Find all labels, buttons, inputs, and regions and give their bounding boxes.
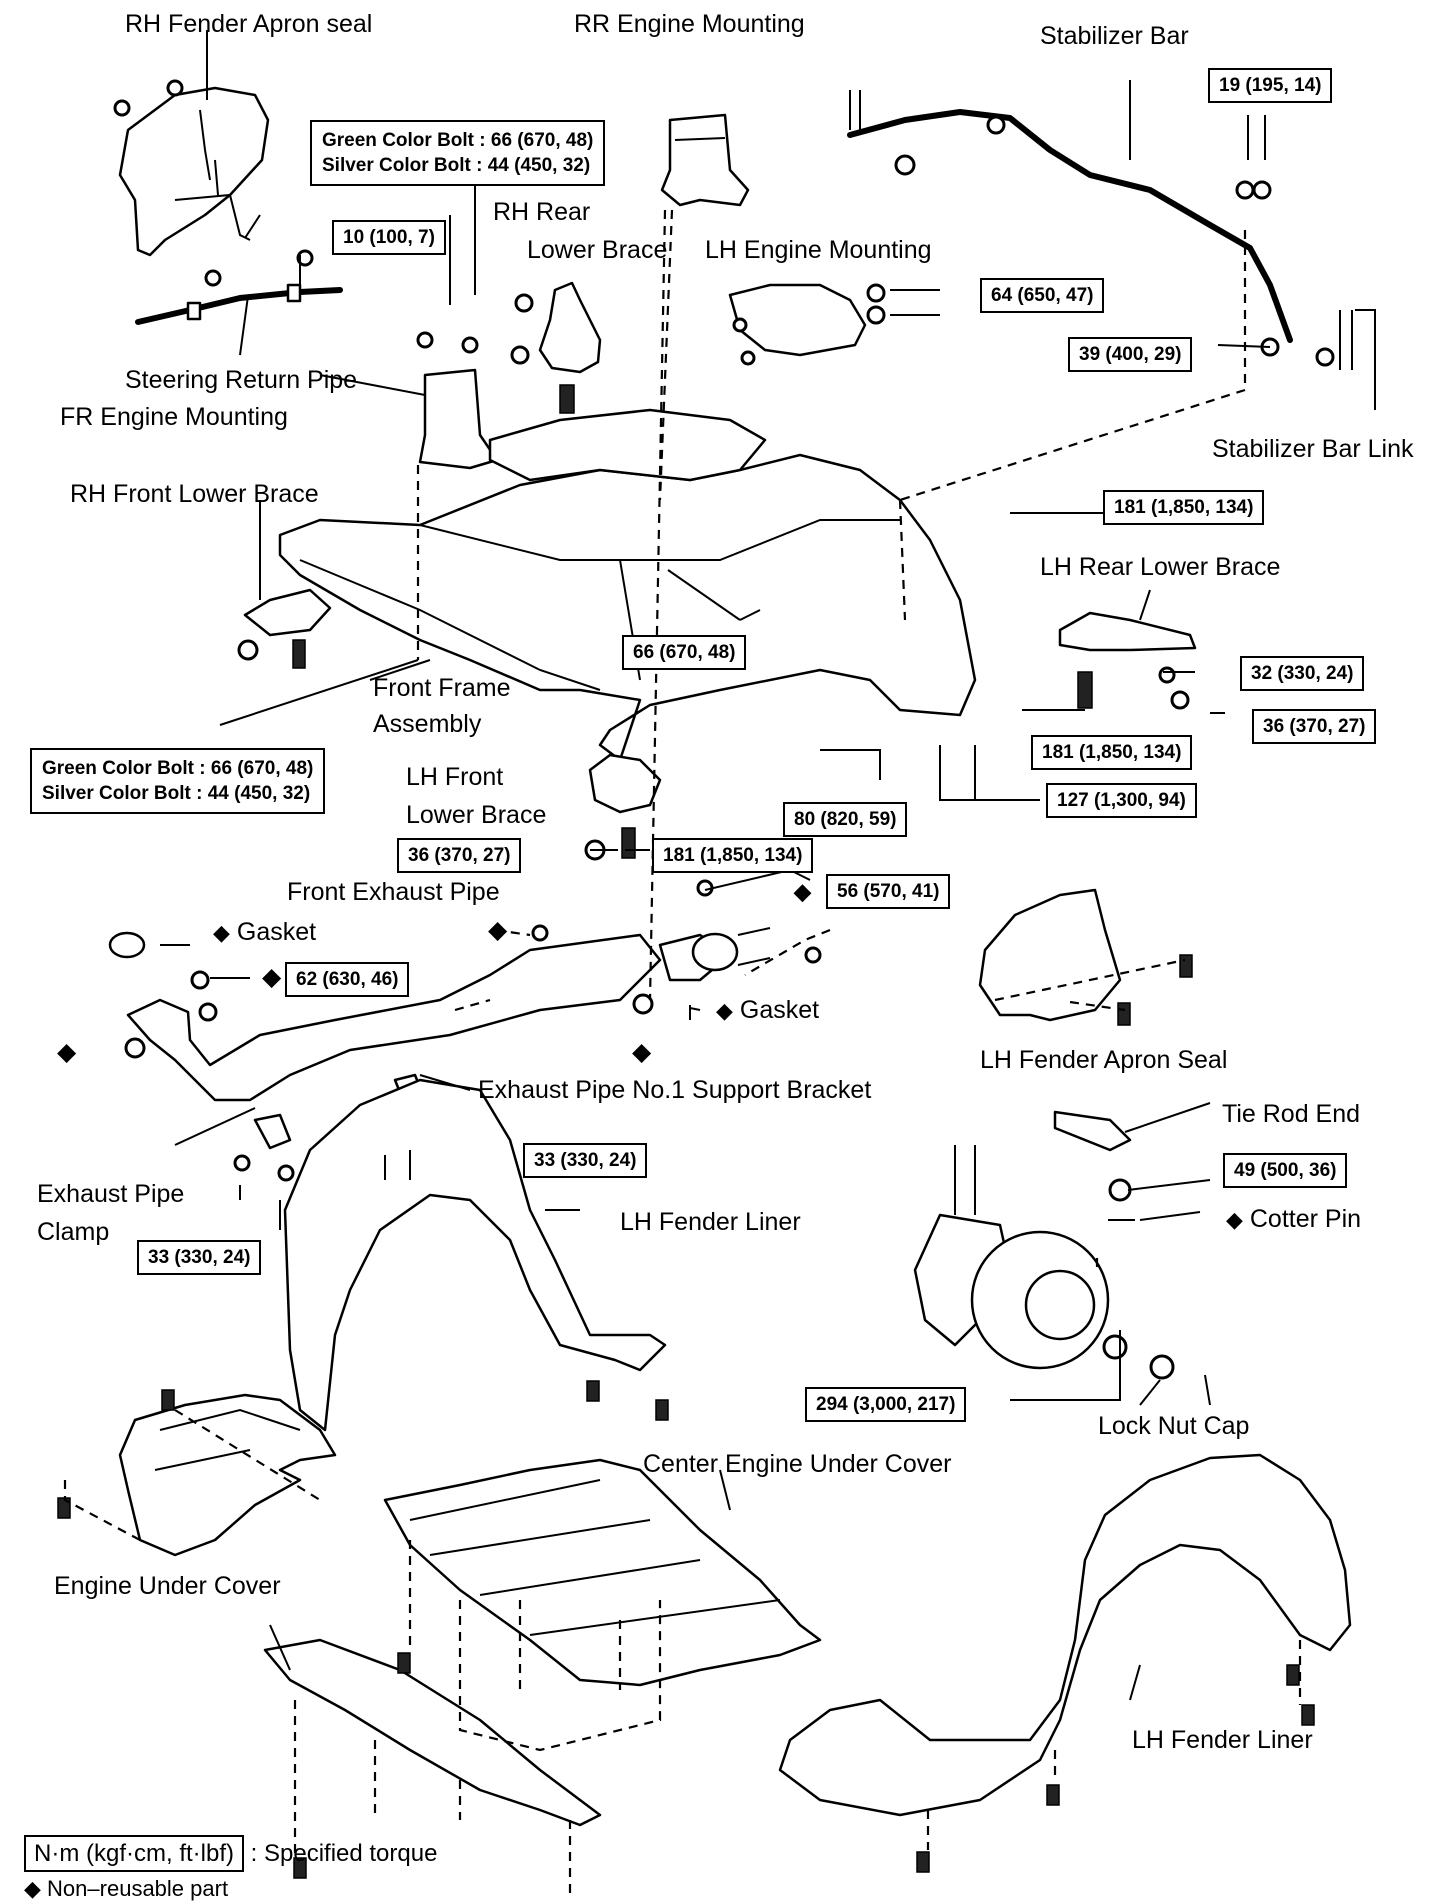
legend-unit-description: : Specified torque — [250, 1840, 438, 1867]
torque-box-49: 49 (500, 36) — [1223, 1153, 1348, 1188]
torque-box-127: 127 (1,300, 94) — [1046, 783, 1197, 818]
front-frame-assembly-part — [278, 408, 977, 762]
label-lh-fender-apron-seal: LH Fender Apron Seal — [980, 1046, 1228, 1074]
label-lh-rear-lower-brace: LH Rear Lower Brace — [1040, 553, 1281, 581]
legend-unit-box: N·m (kgf·cm, ft·lbf) — [24, 1835, 244, 1872]
label-stabilizer-bar-link: Stabilizer Bar Link — [1212, 435, 1414, 463]
torque-box-66: 66 (670, 48) — [622, 635, 747, 670]
nonreusable-diamond-icon: ◆ — [1226, 1207, 1243, 1232]
label-lh-front-lower-brace: LH Front — [406, 763, 504, 791]
torque-box-62: 62 (630, 46) — [285, 962, 410, 997]
fr-engine-mounting-part — [416, 331, 499, 470]
torque-box-294: 294 (3,000, 217) — [805, 1387, 967, 1422]
lh-fender-liner-upper-part — [283, 1078, 667, 1432]
torque-box-181-b: 181 (1,850, 134) — [1031, 735, 1193, 770]
label-lh-fender-liner-upper: LH Fender Liner — [620, 1208, 801, 1236]
lh-front-lower-brace-part — [584, 753, 662, 861]
label-steering-return-pipe: Steering Return Pipe — [125, 366, 358, 394]
center-engine-under-cover-part — [383, 1458, 822, 1687]
assembly-dashed-lines — [63, 209, 1302, 1900]
label-front-exhaust-pipe: Front Exhaust Pipe — [287, 878, 500, 906]
legend-torque: N·m (kgf·cm, ft·lbf) : Specified torque — [24, 1835, 438, 1872]
nonreusable-diamond-icon: ◆ — [716, 998, 733, 1023]
label-lh-front-lower-brace-2: Lower Brace — [406, 801, 547, 829]
torque-box-39: 39 (400, 29) — [1068, 337, 1193, 372]
knuckle-and-disc-part — [913, 1110, 1211, 1406]
torque-box-36-b: 36 (370, 27) — [397, 838, 522, 873]
nonreusable-diamond-icon: ◆ — [488, 916, 508, 944]
torque-box-56: ◆56 (570, 41) — [794, 874, 951, 909]
label-gasket-1: ◆ Gasket — [213, 918, 317, 946]
label-lh-engine-mounting: LH Engine Mounting — [705, 236, 932, 264]
label-fr-engine-mounting: FR Engine Mounting — [60, 403, 288, 431]
lh-fender-liner-lower-part — [778, 1453, 1352, 1873]
nonreusable-diamond-icon: ◆ — [213, 920, 230, 945]
torque-box-10: 10 (100, 7) — [332, 220, 446, 255]
label-cotter-pin: ◆ Cotter Pin — [1226, 1205, 1362, 1233]
stabilizer-bar-part — [847, 90, 1353, 370]
nonreusable-diamond-icon: ◆ — [794, 879, 811, 904]
label-front-frame-assembly: Front Frame — [373, 674, 511, 702]
rh-rear-lower-brace-part — [510, 281, 602, 414]
steering-return-pipe-part — [135, 249, 343, 356]
torque-box-36-a: 36 (370, 27) — [1252, 709, 1377, 744]
label-front-frame-assembly-2: Assembly — [373, 710, 482, 738]
torque-box-19: 19 (195, 14) — [1208, 68, 1333, 103]
torque-box-32: 32 (330, 24) — [1240, 656, 1365, 691]
lh-rear-lower-brace-part — [1058, 611, 1197, 710]
engine-under-cover-part — [263, 1638, 602, 1879]
label-tie-rod-end: Tie Rod End — [1222, 1100, 1361, 1128]
label-rr-engine-mounting: RR Engine Mounting — [574, 10, 805, 38]
label-lock-nut-cap: Lock Nut Cap — [1098, 1412, 1250, 1440]
label-exhaust-pipe-clamp-2: Clamp — [37, 1218, 110, 1246]
rr-engine-mounting-part — [660, 113, 750, 207]
rh-front-under-cover-part — [57, 1380, 669, 1557]
label-lh-fender-liner-lower: LH Fender Liner — [1132, 1726, 1313, 1754]
nonreusable-diamond-icon: ◆ — [57, 1038, 77, 1066]
label-rh-fender-apron-seal: RH Fender Apron seal — [125, 10, 373, 38]
rh-front-lower-brace-part — [237, 588, 332, 669]
legend-nonreusable: ◆ Non–reusable part — [24, 1878, 228, 1900]
label-rh-rear-lower-brace: RH Rear — [493, 198, 591, 226]
lh-engine-mounting-part — [728, 283, 886, 366]
label-center-engine-under-cover: Center Engine Under Cover — [643, 1450, 952, 1478]
torque-box-80: 80 (820, 59) — [783, 802, 908, 837]
torque-box-green-silver-top: Green Color Bolt : 66 (670, 48) Silver C… — [310, 120, 606, 186]
nonreusable-diamond-icon: ◆ — [262, 963, 282, 991]
torque-box-181-c: 181 (1,850, 134) — [652, 838, 814, 873]
torque-box-33-a: 33 (330, 24) — [523, 1143, 648, 1178]
label-exhaust-pipe-support-bracket: Exhaust Pipe No.1 Support Bracket — [478, 1076, 872, 1104]
torque-box-green-silver-bottom: Green Color Bolt : 66 (670, 48) Silver C… — [30, 748, 326, 814]
torque-box-33-b: 33 (330, 24) — [137, 1240, 262, 1275]
torque-box-181-a: 181 (1,850, 134) — [1103, 490, 1265, 525]
label-engine-under-cover: Engine Under Cover — [54, 1572, 281, 1600]
nonreusable-diamond-icon: ◆ — [24, 1876, 41, 1901]
label-rh-front-lower-brace: RH Front Lower Brace — [70, 480, 319, 508]
legend-nonreusable-description: Non–reusable part — [47, 1876, 229, 1901]
label-exhaust-pipe-clamp: Exhaust Pipe — [37, 1180, 185, 1208]
label-gasket-2: ◆ Gasket — [716, 996, 820, 1024]
lh-fender-apron-seal-part — [978, 888, 1193, 1026]
nonreusable-diamond-icon: ◆ — [632, 1038, 652, 1066]
label-rh-rear-lower-brace-2: Lower Brace — [527, 236, 668, 264]
torque-box-64: 64 (650, 47) — [980, 278, 1105, 313]
rh-fender-apron-seal-part — [113, 79, 270, 257]
label-stabilizer-bar: Stabilizer Bar — [1040, 22, 1189, 50]
